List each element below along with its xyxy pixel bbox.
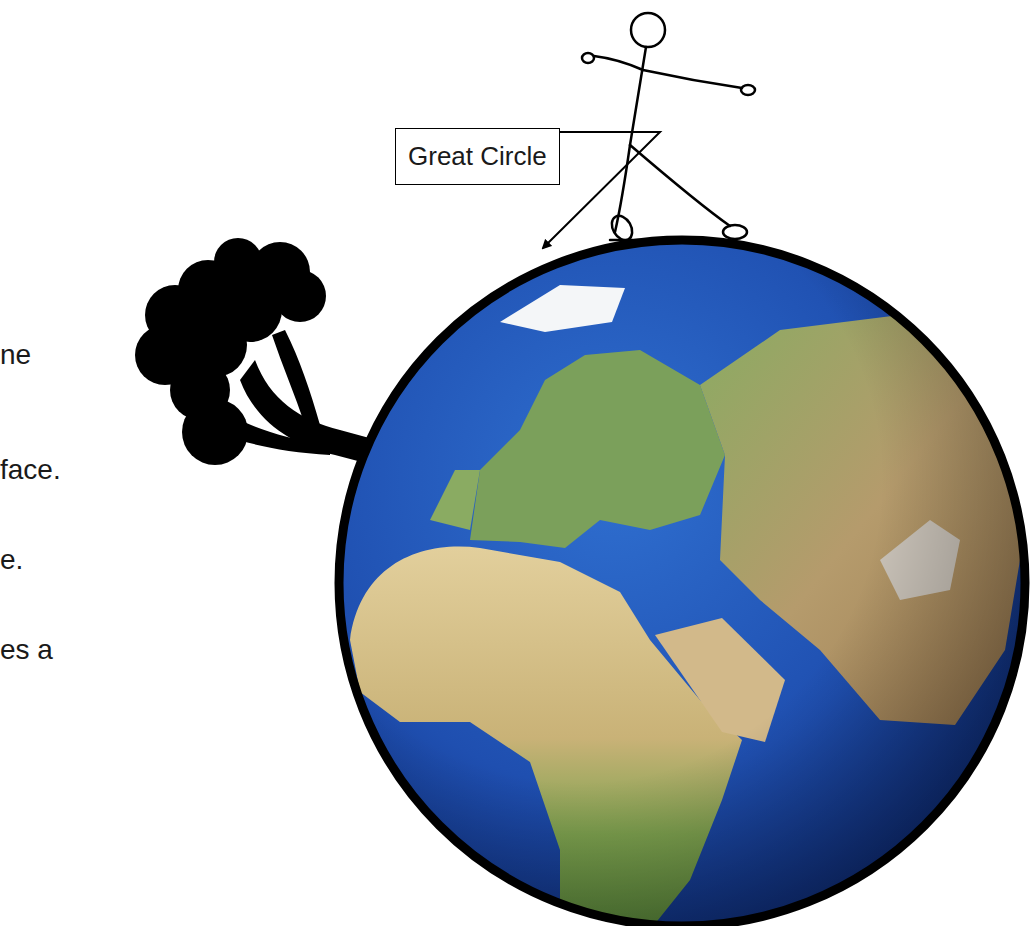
body-text-fragment: es a xyxy=(0,633,53,667)
tree-silhouette xyxy=(135,238,395,470)
earth-globe xyxy=(339,240,1030,926)
body-text-fragment: ne xyxy=(0,338,31,372)
callout-box: Great Circle xyxy=(395,128,560,185)
body-text-fragment: face. xyxy=(0,453,61,487)
body-text-fragment: e. xyxy=(0,543,23,577)
callout-text: Great Circle xyxy=(408,141,547,172)
leader-arrow xyxy=(543,132,660,248)
stick-figure xyxy=(582,13,755,244)
